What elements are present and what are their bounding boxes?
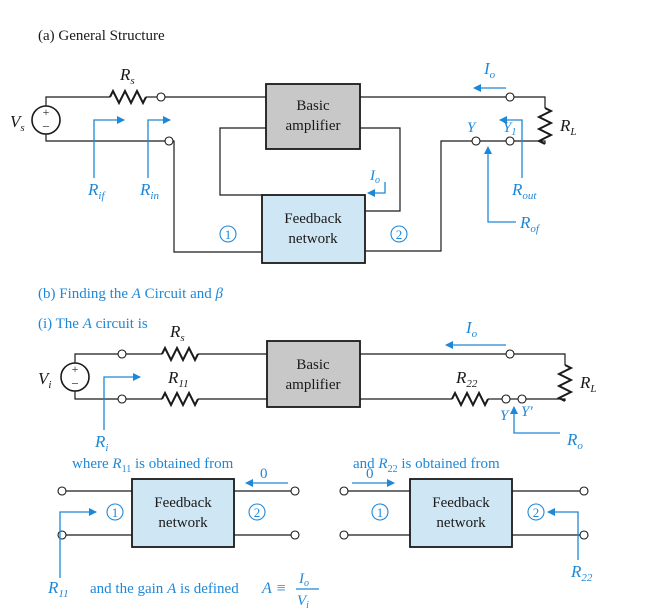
- rif-arrow: [93, 116, 125, 178]
- basic-amplifier-b-label-1: Basic: [296, 357, 330, 373]
- gain-definition-text: and the gain A is defined: [90, 581, 239, 597]
- ri-label: Ri: [94, 432, 108, 454]
- vs-label: Vs: [10, 112, 25, 134]
- r22-arrow: [547, 508, 579, 560]
- rof-arrow: [484, 146, 516, 223]
- resistor-rs: [109, 88, 147, 106]
- voltage-source-vi: + −: [60, 362, 90, 392]
- rout-arrow: [499, 116, 523, 178]
- zero-right-label: 0: [366, 466, 374, 482]
- terminal-y-b: [501, 394, 511, 404]
- port-1-r11-label: 1: [112, 505, 119, 520]
- zero-left-label: 0: [260, 466, 268, 482]
- feedback-r22-label-2: network: [436, 515, 486, 531]
- svg-text:−: −: [42, 119, 49, 134]
- svg-text:+: +: [43, 105, 50, 119]
- rs-b-label: Rs: [169, 322, 185, 344]
- a-input-terminal-bottom: [117, 394, 127, 404]
- port-2-r22-label: 2: [533, 505, 540, 520]
- terminal-y: [471, 136, 481, 146]
- resistor-rs-b: [161, 345, 199, 363]
- terminal-yp-b: [517, 394, 527, 404]
- y1-label: Y1: [503, 120, 516, 138]
- feedback-r22-label-1: Feedback: [432, 495, 490, 511]
- rl-label: RL: [559, 116, 577, 138]
- r11-arrow: [59, 508, 97, 578]
- part-b-title: (b) Finding the A Circuit and β: [38, 286, 224, 302]
- port-1-label: 1: [225, 227, 232, 242]
- basic-amplifier-b-box: [266, 340, 361, 408]
- where-r11-text: where R11 is obtained from: [72, 456, 234, 475]
- gain-lhs: A ≡: [261, 580, 286, 597]
- port-2-r22-marker: [527, 503, 545, 521]
- wire: [45, 96, 110, 106]
- feedback-network-label-1: Feedback: [284, 211, 342, 227]
- basic-amplifier-box: [265, 83, 361, 150]
- io-inner-arrow: [367, 182, 386, 197]
- port-1-r11-marker: [106, 503, 124, 521]
- r11-b-label: R11: [167, 368, 189, 390]
- svg-text:−: −: [71, 376, 78, 391]
- resistor-r22: [451, 390, 489, 408]
- io-label: Io: [483, 59, 496, 81]
- feedback-network-r22-circuit: [339, 478, 589, 548]
- gain-numerator: Io: [298, 571, 309, 589]
- io-inner-label: Io: [369, 168, 380, 186]
- input-terminal-bottom: [164, 136, 174, 146]
- feedback-network-r11-circuit: [57, 478, 300, 548]
- rof-label: Rof: [519, 213, 541, 235]
- basic-amplifier-b-label-2: amplifier: [286, 377, 341, 393]
- output-terminal-top: [505, 92, 515, 102]
- vi-label: Vi: [38, 369, 51, 391]
- feedback-r11-label-2: network: [158, 515, 208, 531]
- rs-label: Rs: [119, 65, 135, 87]
- output-terminal-top-b: [505, 349, 515, 359]
- port-2-r11-marker: [248, 503, 266, 521]
- r22-b-label: R22: [455, 368, 478, 390]
- port-2-marker: [390, 225, 408, 243]
- basic-amplifier-label-2: amplifier: [286, 118, 341, 134]
- basic-amplifier-label-1: Basic: [296, 98, 330, 114]
- r22-label: R22: [570, 562, 593, 584]
- yp-b-label: Y': [521, 404, 533, 420]
- rl-b-label: RL: [579, 373, 597, 395]
- rin-label: Rin: [139, 180, 159, 202]
- resistor-rl-b: [556, 364, 574, 402]
- port-2-label: 2: [396, 227, 403, 242]
- rout-label: Rout: [511, 180, 537, 202]
- feedback-r11-label-1: Feedback: [154, 495, 212, 511]
- port-1-r22-marker: [371, 503, 389, 521]
- ro-label: Ro: [566, 430, 583, 452]
- rif-label: Rif: [87, 180, 106, 202]
- rin-arrow: [147, 116, 171, 178]
- feedback-network-label-2: network: [288, 231, 338, 247]
- port-1-marker: [219, 225, 237, 243]
- r11-label: R11: [47, 578, 69, 600]
- voltage-source-vs: + −: [31, 105, 61, 135]
- port-2-r11-label: 2: [254, 505, 261, 520]
- y-label: Y: [467, 120, 477, 136]
- feedback-network-box: [261, 194, 366, 264]
- io-b-label: Io: [465, 318, 478, 340]
- svg-text:+: +: [72, 362, 79, 376]
- ri-arrow: [103, 373, 141, 430]
- ro-arrow: [510, 406, 560, 434]
- port-1-r22-label: 1: [377, 505, 384, 520]
- a-input-terminal-top: [117, 349, 127, 359]
- terminal-y1: [505, 136, 515, 146]
- part-b-subtitle: (i) The A circuit is: [38, 316, 148, 332]
- y-b-label: Y: [500, 408, 510, 424]
- resistor-r11: [161, 390, 199, 408]
- resistor-rl: [536, 107, 554, 145]
- and-r22-text: and R22 is obtained from: [353, 456, 500, 475]
- part-a-title: (a) General Structure: [38, 28, 165, 44]
- gain-denominator: Vi: [297, 593, 309, 611]
- input-terminal-top: [156, 92, 166, 102]
